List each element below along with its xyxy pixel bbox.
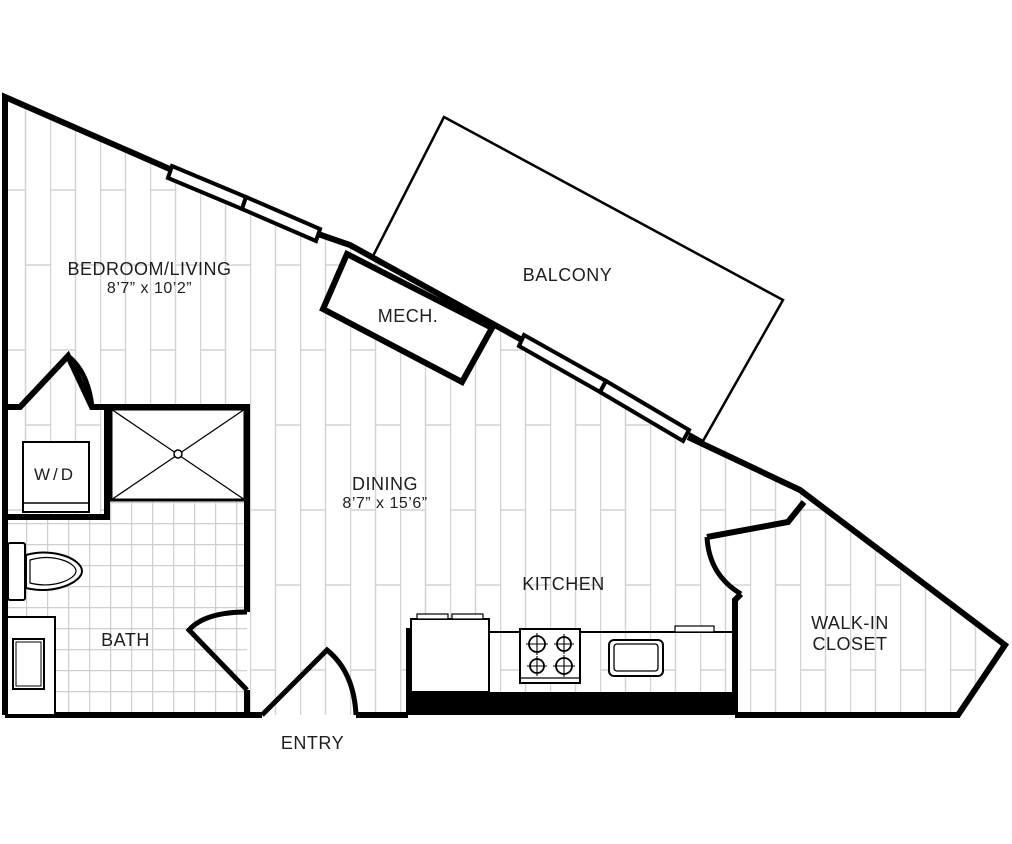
room-label-dining: DINING 8’7” x 15’6” (325, 474, 445, 513)
bath-door-swing (185, 609, 249, 692)
room-label-mech: MECH. (368, 306, 448, 327)
washer-dryer-label: W/D (34, 465, 77, 484)
room-name-line1: WALK-IN (811, 613, 889, 633)
room-label-bath: BATH (88, 630, 163, 651)
room-name: BALCONY (522, 265, 613, 285)
room-name: DINING (352, 474, 418, 494)
room-name: BATH (101, 630, 150, 650)
room-name: BEDROOM/LIVING (67, 259, 232, 279)
room-label-balcony: BALCONY (510, 265, 625, 286)
room-name-line2: CLOSET (812, 633, 888, 654)
shower (109, 407, 247, 502)
range (519, 628, 581, 684)
sink (608, 639, 664, 677)
laundry-door-swing (18, 352, 95, 409)
room-name: ENTRY (280, 733, 345, 753)
room-name: MECH. (377, 306, 439, 326)
room-label-entry: ENTRY (265, 733, 360, 754)
room-label-walkin-closet: WALK-IN CLOSET (800, 613, 900, 654)
closet-walls (706, 500, 807, 715)
mech-closet (319, 249, 497, 387)
room-name: KITCHEN (522, 574, 605, 594)
entry-door-swing (260, 646, 359, 717)
room-dimensions: 8’7” x 10’2” (106, 279, 193, 297)
room-dimensions: 8’7” x 15’6” (342, 494, 428, 512)
room-label-bedroom-living: BEDROOM/LIVING 8’7” x 10’2” (57, 259, 242, 298)
room-label-kitchen: KITCHEN (506, 574, 621, 595)
refrigerator (410, 613, 490, 693)
closet-door-swing (704, 536, 743, 597)
counter-appliance (674, 625, 715, 633)
wood-floor (5, 98, 1005, 715)
washer-dryer (22, 441, 90, 513)
windows (165, 163, 692, 444)
toilet (7, 542, 84, 601)
vanity (6, 616, 56, 716)
interior-walls (5, 350, 250, 715)
